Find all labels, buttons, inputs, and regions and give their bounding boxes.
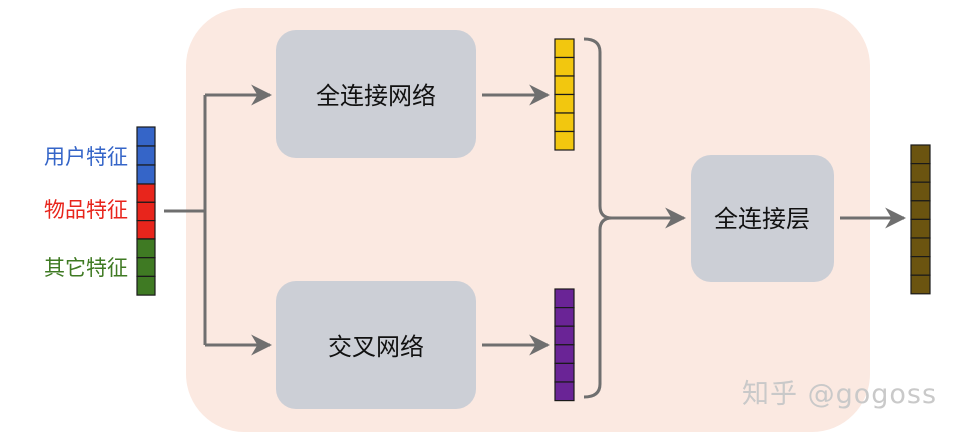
user-feature-cell [136,126,156,147]
fc-output-vector [554,38,575,151]
output-cell [910,163,931,183]
output-cell [910,200,931,221]
input-arrows [164,84,273,356]
cross-output-cell [554,288,575,309]
item-feature-cell [136,183,156,203]
final-fc-layer-label: 全连接层 [714,205,810,233]
output-cell [910,144,931,165]
output-cell [910,218,931,239]
item-feature-cell [136,201,156,222]
user-feature-label: 用户特征 [44,145,128,169]
cross-output-cell [554,307,575,327]
fc-output-cell [554,130,575,151]
other-feature-cell [136,238,156,259]
output-vector [910,144,931,295]
cross-output-cell [554,381,575,402]
output-cell [910,274,931,295]
watermark: 知乎 @gogoss [742,379,938,410]
cross-output-cell [554,344,575,364]
branch-arrows [482,84,551,356]
fc-output-cell [554,93,575,114]
other-feature-label: 其它特征 [44,256,128,280]
item-feature-label: 物品特征 [44,198,128,222]
fc-output-cell [554,75,575,96]
output-cell [910,181,931,202]
fc-network-label: 全连接网络 [316,82,436,110]
fc-output-cell [554,112,575,133]
output-cell [910,256,931,276]
fc-network-box [276,30,476,158]
cross-output-vector [554,288,575,402]
user-feature-cell [136,164,156,185]
final-fc-layer-box [691,155,834,282]
cross-output-cell [554,325,575,346]
other-feature-cell [136,275,156,296]
fc-output-cell [554,38,575,59]
input-feature-vector [136,126,156,296]
cross-network-box [276,281,476,409]
other-feature-cell [136,257,156,278]
cross-network-label: 交叉网络 [328,333,424,361]
fc-output-cell [554,56,575,77]
item-feature-cell [136,220,156,240]
user-feature-cell [136,145,156,166]
output-cell [910,237,931,258]
cross-output-cell [554,362,575,383]
